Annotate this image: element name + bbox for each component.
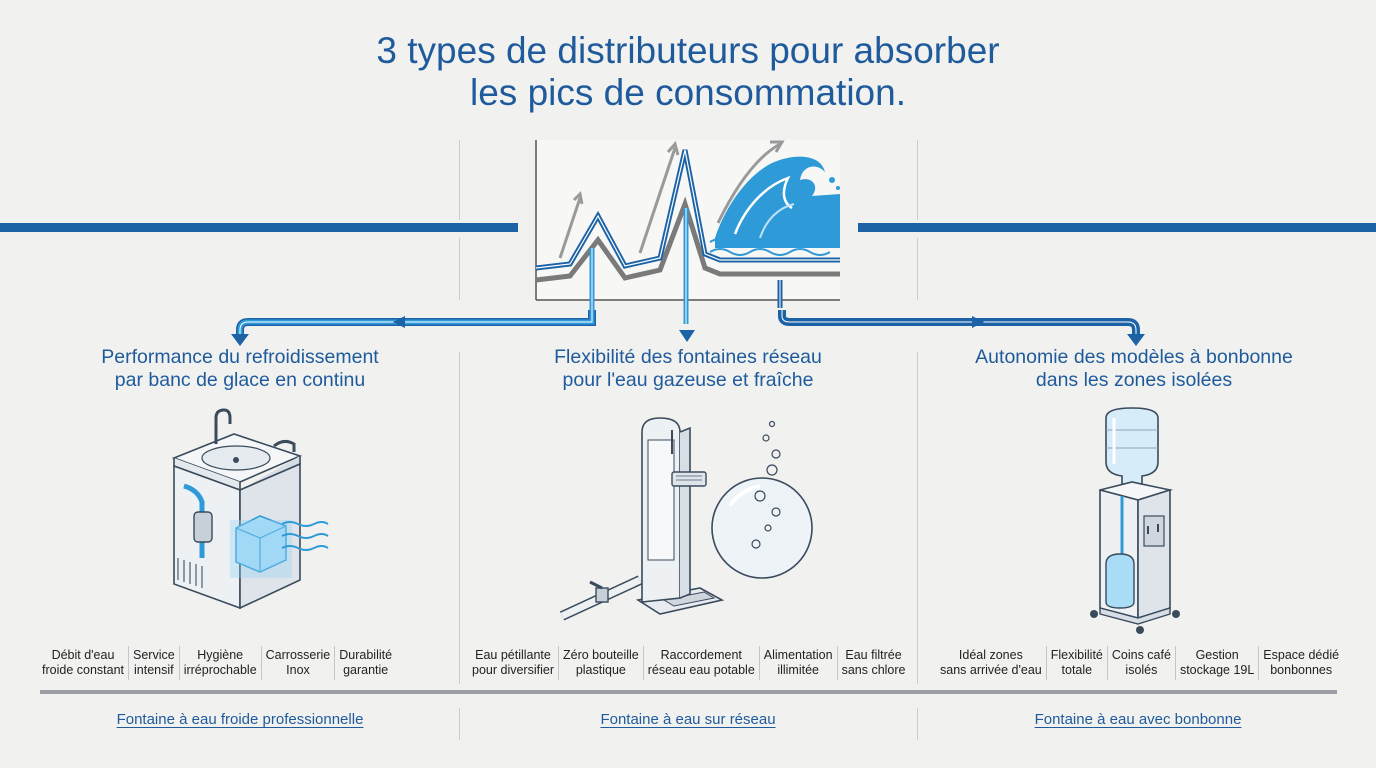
feature-line-2: garantie [343, 663, 389, 677]
feature-line-1: Idéal zones [958, 648, 1023, 662]
feature-line-2: Inox [286, 663, 310, 677]
feature-line-1: Coins café [1111, 648, 1171, 662]
title-line-1: 3 types de distributeurs pour absorber [376, 30, 1000, 71]
section-3-heading-line-2: dans les zones isolées [1035, 369, 1233, 391]
distribution-arrows [231, 310, 1145, 346]
feature-line-1: Service [133, 648, 175, 662]
divider-mid-left [459, 238, 460, 300]
feature-line-1: Zéro bouteille [562, 648, 639, 662]
feature-line-2: plastique [575, 663, 626, 677]
divider-top-right [917, 140, 918, 220]
feature-line-1: Hygiène [197, 648, 244, 662]
feature-line-2: intensif [134, 663, 174, 677]
section-2-heading: Flexibilité des fontaines réseau pour l'… [488, 346, 888, 392]
section-1-heading-line-2: par banc de glace en continu [114, 369, 366, 391]
feature-line-1: Carrosserie [265, 648, 331, 662]
feature-line-2: froide constant [42, 663, 124, 677]
feature-line-2: stockage 19L [1179, 663, 1255, 677]
feature-line-2: totale [1061, 663, 1093, 677]
feature-line-2: pour diversifier [472, 663, 554, 677]
divider-main-left [459, 352, 460, 684]
feature-line-2: réseau eau potable [647, 663, 755, 677]
feature-line-2: irréprochable [183, 663, 257, 677]
product-link-professional[interactable]: Fontaine à eau froide professionnelle [116, 711, 364, 728]
band-right [858, 223, 1376, 232]
consumption-peaks-chart-icon [535, 140, 840, 324]
section-1-heading-line-1: Performance du refroidissement [101, 346, 379, 368]
section-3-heading: Autonomie des modèles à bonbonne dans le… [934, 346, 1334, 392]
section-3-heading-line-1: Autonomie des modèles à bonbonne [975, 346, 1293, 368]
feature-line-1: Flexibilité [1050, 648, 1103, 662]
feature-line-1: Durabilité [339, 648, 393, 662]
divider-mid-right [917, 238, 918, 300]
arrow-center [679, 330, 695, 342]
wave-icon [709, 156, 840, 256]
divider-top-left [459, 140, 460, 220]
ice-bank-fountain-icon [171, 408, 329, 610]
feature-line-2: bonbonnes [1270, 663, 1333, 677]
bottom-rule [40, 690, 1337, 694]
band-left [0, 223, 518, 232]
section-2-heading-line-2: pour l'eau gazeuse et fraîche [562, 369, 814, 391]
network-fountain-icon [559, 417, 813, 621]
feature-line-1: Alimentation [763, 648, 833, 662]
feature-line-1: Eau filtrée [845, 648, 902, 662]
feature-line-1: Raccordement [660, 648, 742, 662]
arrow-left [231, 310, 596, 346]
feature-line-1: Espace dédié [1263, 648, 1340, 662]
page-title: 3 types de distributeurs pour absorber l… [0, 30, 1376, 114]
arrow-right [778, 310, 1145, 346]
feature-line-2: sans arrivée d'eau [940, 663, 1042, 677]
feature-line-2: illimitée [777, 663, 819, 677]
divider-main-right [917, 352, 918, 684]
feature-line-1: Eau pétillante [475, 648, 551, 662]
section-1-heading: Performance du refroidissement par banc … [40, 346, 440, 392]
product-link-network[interactable]: Fontaine à eau sur réseau [600, 711, 776, 728]
feature-line-1: Débit d'eau [51, 648, 115, 662]
divider-bottom-right [917, 708, 918, 740]
feature-line-2: sans chlore [841, 663, 906, 677]
divider-bottom-left [459, 708, 460, 740]
feature-line-1: Gestion [1195, 648, 1239, 662]
sparkling-bubble-icon [711, 420, 813, 579]
title-line-2: les pics de consommation. [470, 72, 906, 113]
feature-line-2: isolés [1125, 663, 1158, 677]
bottle-cooler-icon [1090, 407, 1180, 634]
product-link-bottle[interactable]: Fontaine à eau avec bonbonne [1034, 711, 1242, 728]
section-2-heading-line-1: Flexibilité des fontaines réseau [554, 346, 822, 368]
